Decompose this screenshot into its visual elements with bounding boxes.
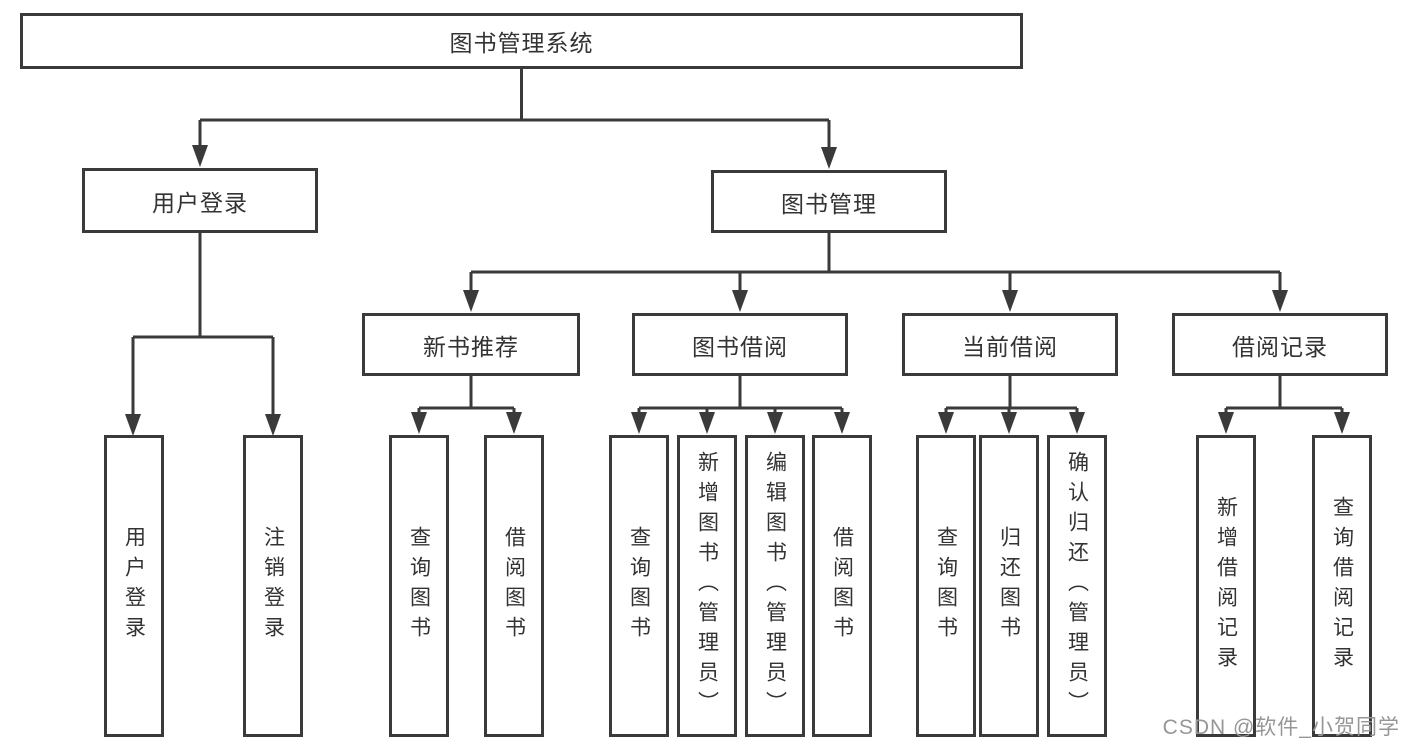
node-leaf-recommend-query-books: 查询图书 bbox=[389, 435, 449, 737]
node-leaf-borrow-borrow-books: 借阅图书 bbox=[812, 435, 872, 737]
node-borrowing-records: 借阅记录 bbox=[1172, 313, 1388, 376]
node-leaf-current-confirm-return-admin-label: 确认归还（管理员） bbox=[1065, 451, 1089, 721]
node-leaf-user-login-label: 用户登录 bbox=[122, 526, 146, 646]
node-leaf-borrow-edit-books-admin: 编辑图书（管理员） bbox=[745, 435, 805, 737]
node-leaf-borrow-add-books-admin: 新增图书（管理员） bbox=[677, 435, 737, 737]
node-current-borrowing-label: 当前借阅 bbox=[962, 333, 1058, 360]
node-new-book-recommendation-label: 新书推荐 bbox=[423, 333, 519, 360]
node-leaf-recommend-borrow-books-label: 借阅图书 bbox=[502, 526, 526, 646]
node-leaf-borrow-query-books: 查询图书 bbox=[609, 435, 669, 737]
node-leaf-records-query-record: 查询借阅记录 bbox=[1312, 435, 1372, 737]
node-leaf-current-query-books: 查询图书 bbox=[916, 435, 976, 737]
node-leaf-records-add-record-label: 新增借阅记录 bbox=[1214, 496, 1238, 676]
node-leaf-current-query-books-label: 查询图书 bbox=[934, 526, 958, 646]
node-root-label: 图书管理系统 bbox=[449, 30, 594, 56]
node-book-management: 图书管理 bbox=[711, 170, 947, 233]
node-leaf-user-login: 用户登录 bbox=[104, 435, 164, 737]
csdn-watermark: CSDN @软件_小贺同学 bbox=[1162, 716, 1400, 739]
node-leaf-borrow-edit-books-admin-label: 编辑图书（管理员） bbox=[763, 451, 787, 721]
node-user-login-label: 用户登录 bbox=[152, 189, 248, 216]
node-borrowing-records-label: 借阅记录 bbox=[1232, 333, 1328, 360]
node-leaf-logout: 注销登录 bbox=[243, 435, 303, 737]
node-leaf-records-query-record-label: 查询借阅记录 bbox=[1330, 496, 1354, 676]
node-book-borrowing-label: 图书借阅 bbox=[692, 333, 788, 360]
node-user-login: 用户登录 bbox=[82, 168, 318, 233]
node-root-library-system: 图书管理系统 bbox=[20, 13, 1023, 69]
node-leaf-logout-label: 注销登录 bbox=[261, 526, 285, 646]
node-leaf-borrow-query-books-label: 查询图书 bbox=[627, 526, 651, 646]
node-book-management-label: 图书管理 bbox=[781, 190, 877, 217]
node-leaf-current-confirm-return-admin: 确认归还（管理员） bbox=[1047, 435, 1107, 737]
node-leaf-records-add-record: 新增借阅记录 bbox=[1196, 435, 1256, 737]
node-leaf-current-return-books: 归还图书 bbox=[979, 435, 1039, 737]
arrowheads bbox=[125, 145, 1350, 436]
node-current-borrowing: 当前借阅 bbox=[902, 313, 1118, 376]
node-book-borrowing: 图书借阅 bbox=[632, 313, 848, 376]
node-leaf-borrow-add-books-admin-label: 新增图书（管理员） bbox=[695, 451, 719, 721]
node-leaf-current-return-books-label: 归还图书 bbox=[997, 526, 1021, 646]
node-leaf-recommend-borrow-books: 借阅图书 bbox=[484, 435, 544, 737]
node-leaf-borrow-borrow-books-label: 借阅图书 bbox=[830, 526, 854, 646]
node-leaf-recommend-query-books-label: 查询图书 bbox=[407, 526, 431, 646]
node-new-book-recommendation: 新书推荐 bbox=[362, 313, 580, 376]
